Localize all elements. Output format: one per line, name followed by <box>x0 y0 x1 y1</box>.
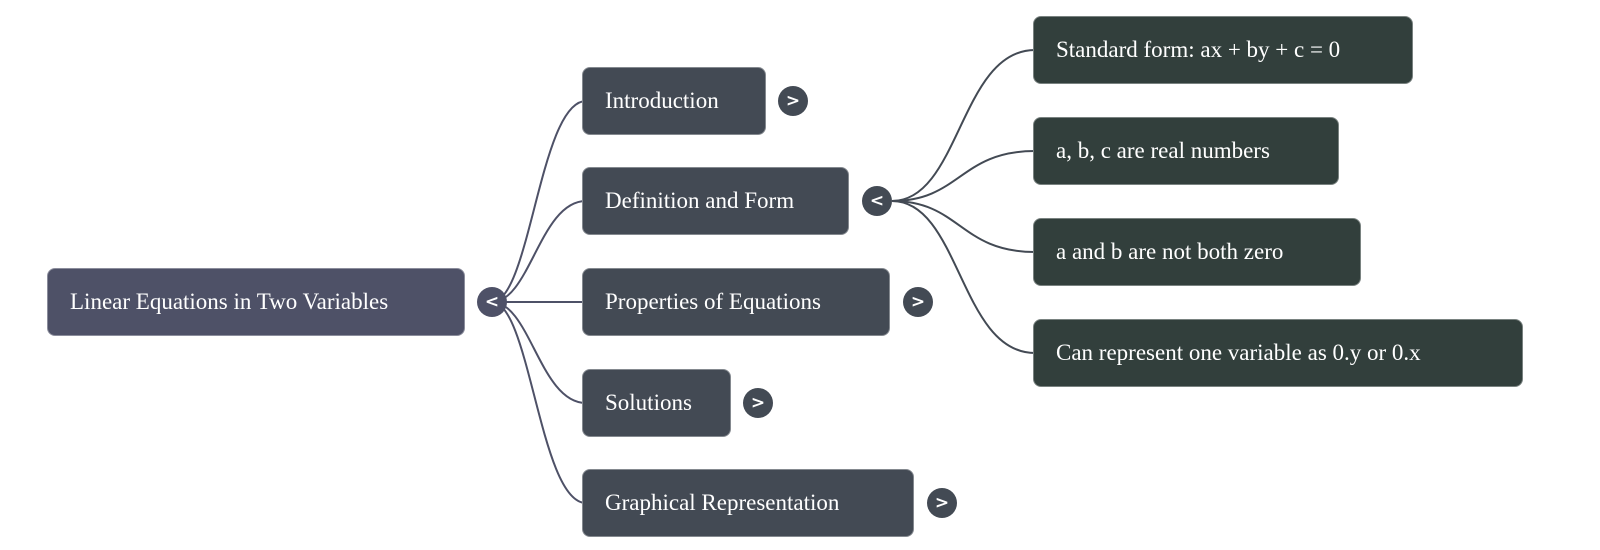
node-solutions[interactable]: Solutions <box>582 369 731 437</box>
node-one-variable[interactable]: Can represent one variable as 0.y or 0.x <box>1033 319 1523 387</box>
node-label: Solutions <box>605 390 692 415</box>
node-definition-and-form[interactable]: Definition and Form <box>582 167 849 235</box>
link-root-to-graphical <box>491 301 587 504</box>
node-not-both-zero[interactable]: a and b are not both zero <box>1033 218 1361 286</box>
link-root-to-introduction <box>491 100 587 303</box>
node-graphical-representation[interactable]: Graphical Representation <box>582 469 914 537</box>
expand-graphical-toggle[interactable]: > <box>927 488 957 518</box>
node-label: Introduction <box>605 88 719 113</box>
chevron-right-icon: > <box>785 91 801 111</box>
chevron-left-icon: < <box>484 292 500 312</box>
node-introduction[interactable]: Introduction <box>582 67 766 135</box>
node-label: Standard form: ax + by + c = 0 <box>1056 37 1341 62</box>
link-root-to-definition <box>491 200 587 303</box>
node-label: Definition and Form <box>605 188 795 213</box>
node-label: a, b, c are real numbers <box>1056 138 1270 163</box>
node-label: a and b are not both zero <box>1056 239 1284 264</box>
link-root-to-solutions <box>491 301 587 404</box>
link-definition-to-real-numbers <box>891 150 1036 202</box>
root-node-label: Linear Equations in Two Variables <box>70 289 389 314</box>
root-node[interactable]: Linear Equations in Two Variables <box>47 268 465 336</box>
chevron-right-icon: > <box>910 292 926 312</box>
collapse-root-toggle[interactable]: < <box>477 287 507 317</box>
collapse-definition-toggle[interactable]: < <box>862 186 892 216</box>
node-properties-of-equations[interactable]: Properties of Equations <box>582 268 890 336</box>
node-label: Properties of Equations <box>605 289 821 314</box>
node-label: Can represent one variable as 0.y or 0.x <box>1056 340 1421 365</box>
expand-solutions-toggle[interactable]: > <box>743 388 773 418</box>
node-label: Graphical Representation <box>605 490 840 515</box>
link-definition-to-not-both-zero <box>891 200 1036 253</box>
expand-introduction-toggle[interactable]: > <box>778 86 808 116</box>
chevron-right-icon: > <box>750 393 766 413</box>
expand-properties-toggle[interactable]: > <box>903 287 933 317</box>
link-definition-to-standard-form <box>891 49 1036 202</box>
node-standard-form[interactable]: Standard form: ax + by + c = 0 <box>1033 16 1413 84</box>
chevron-left-icon: < <box>869 191 885 211</box>
link-definition-to-one-variable <box>891 200 1036 354</box>
chevron-right-icon: > <box>934 493 950 513</box>
node-real-numbers[interactable]: a, b, c are real numbers <box>1033 117 1339 185</box>
